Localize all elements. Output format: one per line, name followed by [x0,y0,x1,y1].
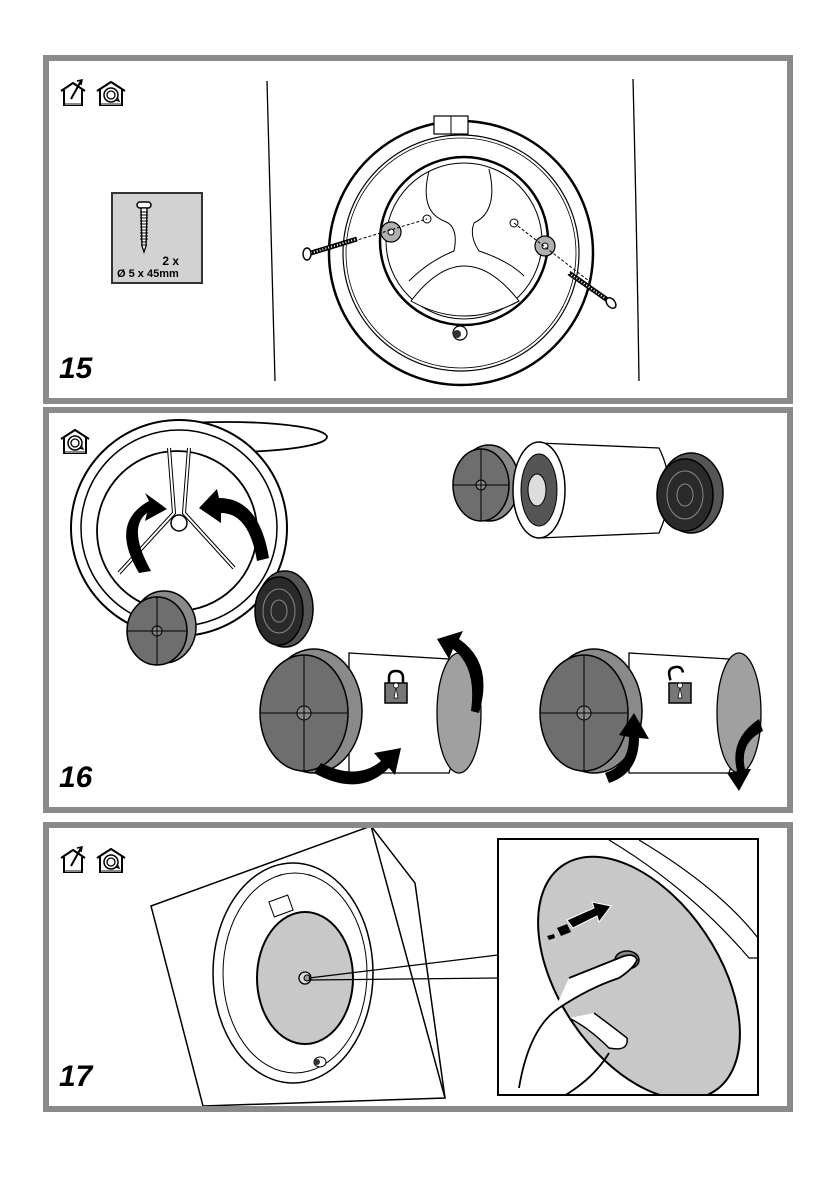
filter-install-illustration [70,419,763,791]
carbon-filter-right [254,570,314,648]
padlock-locked-icon [384,669,408,704]
screw-quantity: 2 x [162,254,179,268]
exploded-filter-assembly [452,441,724,539]
grease-filter-left [126,590,197,666]
step-number: 17 [59,1060,93,1093]
mode-icons [59,79,127,107]
recirculation-icon [60,428,90,454]
hood-ring-illustration [266,78,640,387]
wall-line-left [266,80,276,382]
ducted-extraction-icon [60,846,86,873]
hand [518,954,638,1089]
arrow-rotate-down [314,748,401,785]
screw-size: Ø 5 x 45mm [117,268,179,280]
arrow-right-curved [199,489,269,561]
screw-icon [136,201,152,255]
cover-install-illustration [150,828,759,1106]
arrow-left-curved [126,493,167,573]
recirculation-icon [96,847,126,873]
wall-line-right [632,78,640,382]
filter-assembly-locking [259,631,484,785]
hardware-box: 2 x Ø 5 x 45mm [111,192,203,284]
push-arrow [566,901,612,929]
screw-left [302,236,358,261]
arrow-rotate-down-2 [727,719,763,791]
mode-icons [59,846,127,874]
step-15-panel: 2 x Ø 5 x 45mm [43,55,793,404]
arrow-rotate-up [437,631,484,713]
screw-right [567,270,617,310]
step-16-panel: 16 [43,407,793,813]
recirculation-icon [96,80,126,106]
step-number: 16 [59,761,93,794]
mode-icons [59,427,91,455]
step-17-panel: 17 [43,822,793,1112]
filter-assembly-unlocking [539,648,763,791]
arrow-rotate-up-2 [605,713,649,783]
step-number: 15 [59,352,93,385]
ducted-extraction-icon [60,79,86,106]
padlock-unlocked-icon [667,665,692,704]
